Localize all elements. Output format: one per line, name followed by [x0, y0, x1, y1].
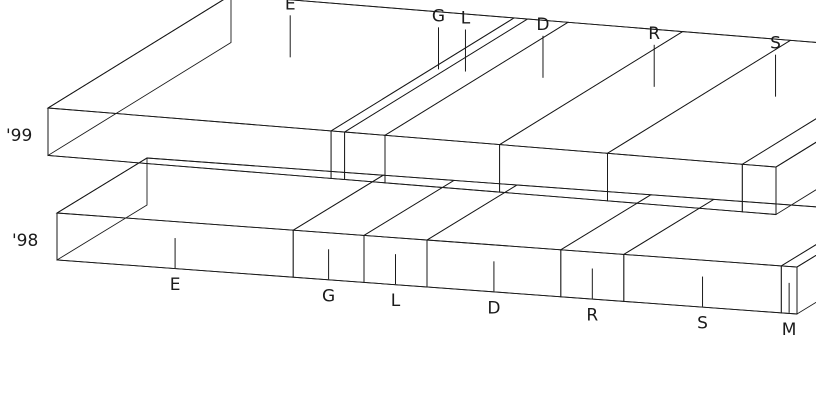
slab-name-99: '99 — [6, 126, 32, 146]
segment-front-99-R — [499, 144, 608, 202]
segment-label-99-S: S — [770, 34, 781, 54]
slab-name-98: '98 — [12, 231, 38, 251]
slab-99 — [46, 0, 816, 216]
segment-front-99-E — [47, 107, 332, 179]
segment-top-99-D — [383, 21, 685, 146]
segment-label-99-E: E — [285, 0, 296, 14]
segment-label-98-D: D — [487, 298, 500, 318]
segment-top-98-R — [559, 194, 716, 255]
segment-label-99-D: D — [536, 15, 549, 35]
segment-label-98-M: M — [782, 320, 797, 340]
slab-98 — [55, 157, 816, 315]
segment-top-98-D — [425, 184, 653, 251]
segment-top-98-G — [291, 174, 456, 236]
segment-front-99-S — [607, 152, 743, 213]
segment-label-99-G: G — [432, 6, 445, 26]
slab-outline-99 — [47, 0, 816, 215]
segment-label-99-R: R — [648, 24, 660, 44]
slabs-layer — [46, 0, 816, 315]
segment-label-98-G: G — [322, 286, 335, 306]
slab-outline-98 — [56, 157, 816, 315]
segment-label-98-E: E — [170, 275, 181, 295]
segment-top-99-G — [329, 17, 530, 133]
segment-label-98-R: R — [586, 306, 598, 326]
slab-left-face-99 — [47, 0, 232, 157]
slab-right-face-99 — [775, 141, 816, 216]
segment-top-98-L — [362, 179, 519, 241]
segment-top-98-S — [622, 198, 816, 267]
segment-top-99-L — [343, 18, 570, 136]
segment-label-98-L: L — [391, 291, 401, 311]
segment-label-99-L: L — [461, 9, 471, 29]
segment-label-98-S: S — [697, 314, 708, 334]
segment-front-99-M — [741, 163, 777, 215]
slab-left-face-98 — [56, 157, 148, 261]
segment-top-98-E — [55, 157, 385, 231]
segment-front-99-D — [384, 134, 501, 193]
slab-right-face-98 — [796, 254, 816, 315]
